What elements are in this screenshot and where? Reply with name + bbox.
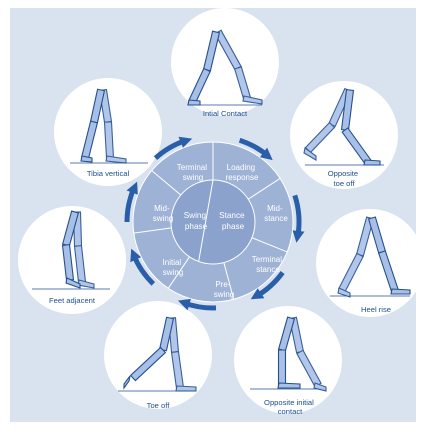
leg-shape [277,316,301,389]
cycle-arrow-head [292,230,305,243]
event-label: Opposite toe off [328,169,361,188]
event-label: Heel rise [361,305,391,314]
leg-segment [129,346,167,382]
event-label: Tibia vertical [87,169,130,178]
leg-segment [158,316,175,352]
sector-divider [247,178,281,200]
cycle-arrow-head [126,181,138,195]
leg-segment [202,30,221,72]
cycle-arrow-head [250,288,265,300]
sector-label-pre-swing: Pre- swing [214,280,234,299]
leg-segment [61,243,75,282]
sector-label-terminal-stance: Terminal stance [252,255,284,274]
cycle-arrow-head [178,298,191,311]
foot [123,375,131,390]
leg-shape [340,88,381,166]
sector-divider [133,227,172,234]
sector-label-initial-swing: Initial swing [163,258,184,277]
leg-shape [214,29,263,105]
sector-label-mid-stance: Mid- stance [264,204,288,223]
cycle-arrow-head [260,147,273,161]
sector-divider [223,262,235,300]
foot [363,159,381,166]
foot [105,155,127,164]
foot [187,99,201,106]
event-label: Opposite initial contact [264,398,316,416]
foot [65,277,81,289]
foot [80,155,93,163]
leg-segment [296,349,322,388]
inner-label-swing-phase: Swing phase [184,211,209,231]
leg-shape [337,216,375,298]
foot [175,385,197,392]
foot [242,95,263,105]
event-label: Toe off [147,401,171,410]
foot [303,147,317,161]
leg-shape [61,210,81,289]
leg-shape [123,316,175,390]
foot [390,288,411,295]
cycle-arrows [124,136,305,311]
sector-divider [167,256,190,289]
cycle-arrow-head [178,136,193,148]
leg-shape [367,216,411,295]
leg-segment [103,121,115,159]
sector-label-loading-response: Loading response [226,163,259,182]
leg-shape [288,316,327,392]
event-feet-adjacent: Feet adjacent [18,206,126,314]
event-label: Intial Contact [203,109,248,118]
leg-illustrations [32,29,411,392]
cycle-arrow-head [130,248,142,263]
foot [313,382,327,392]
event-circle [18,206,126,314]
leg-segment [214,29,242,71]
sector-divider [151,170,182,196]
leg-segment [277,349,287,386]
phase-divider [198,179,214,262]
foot [277,382,301,389]
sector-dividers [133,142,288,300]
foot [337,287,351,298]
event-circle [171,8,279,116]
gait-wheel: Swing phase Stance phase Loading respons… [124,136,305,311]
leg-shape [187,30,221,106]
leg-shape [80,88,106,163]
sector-label-terminal-swing: Terminal swing [177,163,209,182]
event-label: Feet adjacent [49,296,96,305]
inner-label-stance-phase: Stance phase [219,211,247,231]
sector-label-mid-swing: Mid- swing [153,204,173,223]
sector-divider [251,237,288,253]
